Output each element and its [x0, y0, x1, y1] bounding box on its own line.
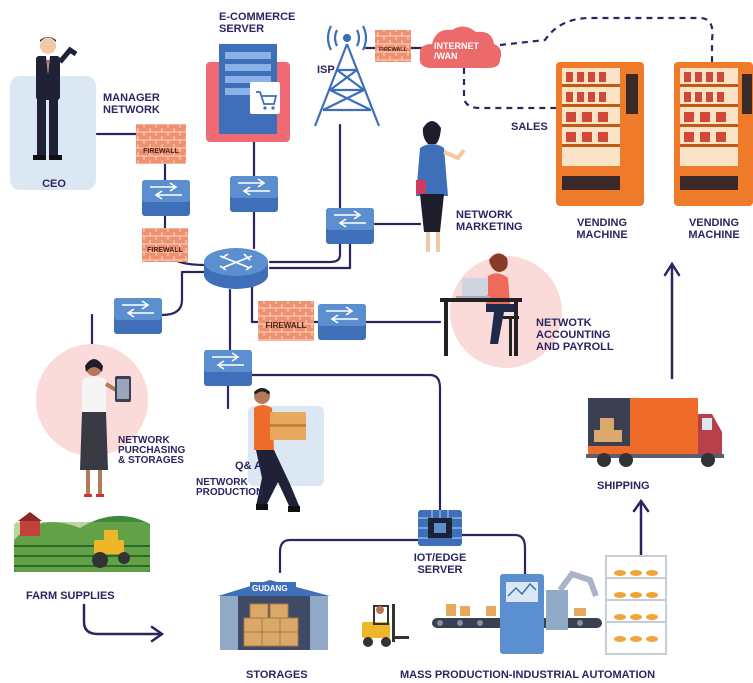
firewall-isp: FIREWALL	[375, 30, 411, 62]
production-to-iot-line	[248, 373, 442, 512]
ceo-node	[10, 37, 96, 190]
firewall-manager-1: FIREWALL	[136, 124, 186, 164]
firewall-manager-2: FIREWALL	[142, 228, 188, 262]
ecommerce-server-label: E-COMMERCE SERVER	[219, 11, 296, 35]
network-accounting-label: NETWOTK ACCOUNTING AND PAYROLL	[536, 317, 614, 353]
accounting-node	[440, 253, 562, 368]
storages-label: STORAGES	[246, 669, 308, 681]
network-production-label: NETWORK PRODUCTION	[196, 477, 264, 498]
core-router	[204, 248, 268, 289]
switch-production	[204, 350, 252, 386]
ceo-label: CEO	[42, 178, 66, 190]
accountant-person-icon	[456, 253, 516, 344]
ecommerce-server	[206, 44, 290, 142]
production-node	[248, 388, 324, 512]
ceo-person-icon	[33, 37, 78, 160]
farm-to-storage-arrow	[82, 603, 162, 636]
farm-supplies-label: FARM SUPPLIES	[26, 590, 115, 602]
marketing-switch-line	[268, 242, 352, 270]
firewall-label: FIREWALL	[147, 247, 183, 254]
isp-label: ISP	[317, 64, 335, 76]
wan-dashed-lines	[462, 16, 714, 110]
farm-supplies-scene	[14, 512, 150, 572]
iot-to-storage-line	[278, 538, 420, 574]
firewall-label: FIREWALL	[379, 47, 408, 53]
manager-network-label: MANAGER NETWORK	[103, 92, 160, 116]
sales-label: SALES	[511, 121, 548, 133]
shipping-label: SHIPPING	[597, 480, 650, 492]
purchaser-person-icon	[80, 359, 131, 497]
switch-ecommerce	[230, 176, 278, 212]
forklift-icon	[362, 604, 409, 647]
network-marketing-label: NETWORK MARKETING	[456, 209, 523, 233]
network-purchasing-label: NETWORK PURCHASING & STORAGES	[118, 435, 186, 466]
purchasing-node	[36, 344, 148, 497]
isp-to-router-line	[268, 123, 342, 264]
firewall-label: FIREWALL	[266, 321, 307, 330]
cart-icon	[256, 91, 278, 105]
flow-arrows	[82, 261, 681, 643]
vending-machine-1-label: VENDING MACHINE	[576, 217, 628, 241]
switch-manager	[142, 180, 190, 216]
mass-production-label: MASS PRODUCTION-INDUSTRIAL AUTOMATION	[400, 669, 656, 681]
wan-to-vending-1-dashed-line	[462, 68, 556, 110]
vending-machine-1	[556, 62, 644, 206]
iot-edge-server	[418, 510, 462, 546]
switch-accounting	[318, 304, 366, 340]
vending-machine-2	[674, 62, 753, 206]
wan-to-vending-2-dashed-line	[499, 16, 714, 62]
gudang-sign-label: GUDANG	[252, 584, 288, 593]
storage-warehouse	[218, 580, 330, 650]
switch-marketing	[326, 208, 374, 244]
switch-purchasing	[114, 298, 162, 334]
isp-tower	[313, 25, 381, 127]
tractor-icon	[92, 530, 130, 568]
iot-to-production-line	[460, 533, 527, 577]
iot-edge-server-label: IOT/EDGE SERVER	[413, 552, 467, 576]
firewall-accounting: FIREWALL	[258, 301, 314, 341]
internet-cloud	[419, 26, 502, 69]
internet-wan-label: INTERNET /WAN	[434, 41, 479, 61]
qa-label: Q& A	[235, 460, 263, 472]
router-to-purchasing-line	[160, 270, 212, 317]
firewall-label: FIREWALL	[143, 148, 179, 155]
shipping-truck	[586, 398, 724, 467]
production-line	[432, 555, 667, 655]
marketing-person-icon	[416, 121, 466, 252]
vending-machine-2-label: VENDING MACHINE	[688, 217, 740, 241]
connection-lines	[90, 46, 527, 577]
worker-person-icon	[254, 388, 306, 512]
